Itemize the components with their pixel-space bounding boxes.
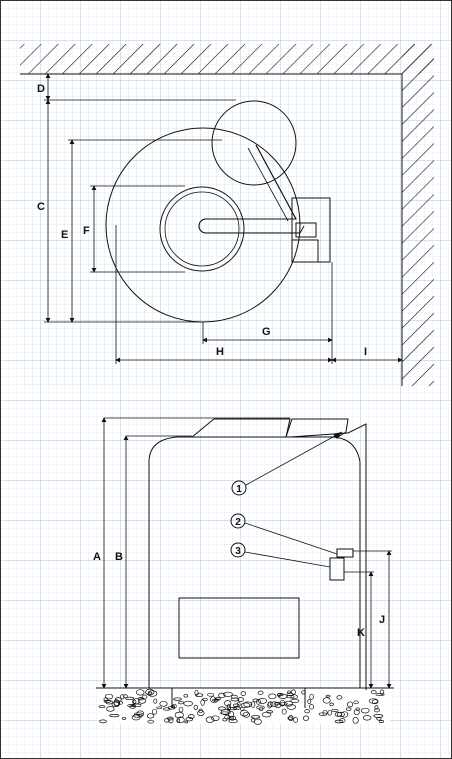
callout-3-circle xyxy=(230,542,246,558)
drum-inner-circle xyxy=(159,186,245,272)
callout-2-circle xyxy=(230,513,246,529)
callout-1-label: 1 xyxy=(236,484,242,495)
wall-line xyxy=(20,73,403,386)
top-view: D C E F G H I xyxy=(20,44,434,386)
right-wall-hatch xyxy=(402,44,434,386)
callout-2-label: 2 xyxy=(235,517,241,528)
dim-label-c: C xyxy=(37,201,45,213)
drive-circle xyxy=(211,100,297,186)
machine-lid xyxy=(191,418,291,438)
dim-label-d: D xyxy=(37,83,45,95)
dim-label-g: G xyxy=(262,326,271,338)
connection-2 xyxy=(336,548,354,558)
dim-label-a: A xyxy=(93,551,101,563)
dim-label-e: E xyxy=(61,229,68,241)
dim-label-h: H xyxy=(216,346,224,358)
front-panel xyxy=(178,597,300,659)
dim-label-i: I xyxy=(364,346,367,358)
callout-1-circle xyxy=(231,480,247,496)
ground-floor xyxy=(96,687,394,725)
callout-3-label: 3 xyxy=(235,546,241,557)
dim-label-j: J xyxy=(379,614,385,626)
top-wall-hatch xyxy=(20,44,434,74)
dim-label-k: K xyxy=(357,627,365,639)
connection-3 xyxy=(329,557,345,581)
dim-label-f: F xyxy=(83,225,90,237)
dim-label-b: B xyxy=(115,551,123,563)
side-view: A B J K 1 2 3 xyxy=(93,417,394,725)
